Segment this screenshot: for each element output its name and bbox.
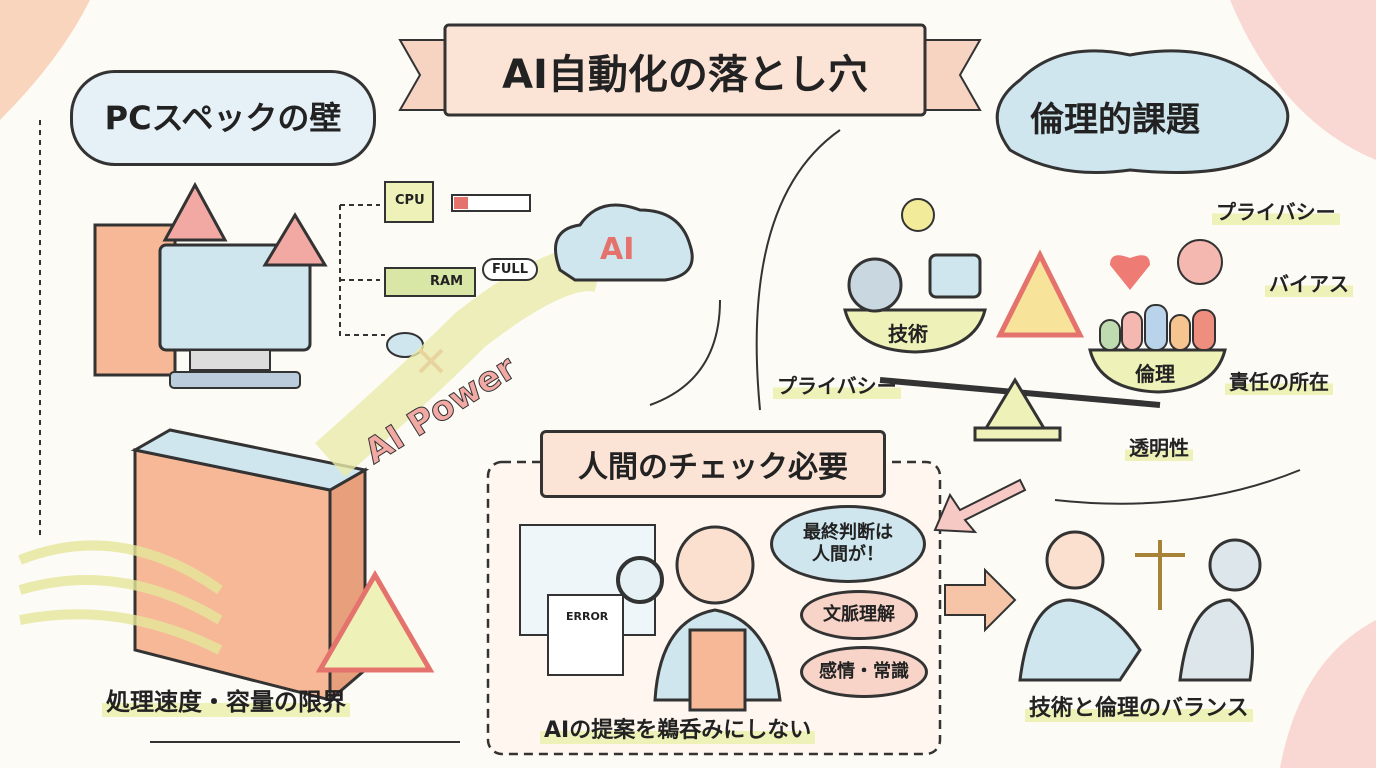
stop-warning-sign [315,570,435,673]
pc-spec-caption: 処理速度・容量の限界 [102,682,350,717]
scale-icon [843,308,1227,442]
page-title: AI自動化の落とし穴 [502,52,868,98]
pc-spec-heading: PCスペックの壁 [70,70,376,166]
ai-cloud-label: AI [600,232,635,267]
cpu-chip-icon [384,181,434,223]
error-document [547,594,624,676]
robot-figure-icon [1178,598,1254,682]
ethics-label-bias: バイアス [1265,268,1353,297]
lightbulb-icon [901,198,935,232]
ram-module-icon [384,267,476,297]
warning-icon [162,181,328,267]
clipboard-icon [688,628,747,712]
cpu-usage-bar [451,194,531,212]
scale-left-label: 技術 [888,322,928,346]
full-badge: FULL [482,258,539,281]
arrow-to-balance [944,567,1017,633]
woman-head [675,525,755,605]
ai-cloud-icon [554,203,694,282]
ethics-cloud [995,49,1290,174]
arrow-from-ethics [933,478,1027,534]
scale-right-label: 倫理 [1135,362,1175,386]
error-label: ERROR [566,610,609,623]
cpu-label: CPU [395,193,425,208]
ethics-heading: 倫理的課題 [1030,100,1200,140]
ethics-label-responsibility: 責任の所在 [1225,366,1333,395]
ethics-label-privacy: プライバシー [1212,196,1340,225]
magnifier-icon [616,556,664,604]
businessman-icon [1018,598,1142,682]
corner-blob-bottom-right [1280,620,1376,768]
ethics-label-privacy-left: プライバシー [773,370,901,399]
corner-blob-top-left [0,0,90,120]
human-check-heading: 人間のチェック必要 [540,430,886,498]
speech-bubble-context: 文脈理解 [800,590,918,640]
computer-icon [93,223,312,389]
speech-bubble-final-decision: 最終判断は 人間が！ [770,505,926,583]
gear-icon [847,257,903,313]
ethics-label-transparency: 透明性 [1125,432,1193,461]
ram-label: RAM [430,274,464,289]
title-banner [443,23,927,117]
balance-caption: 技術と倫理のバランス [1025,690,1253,722]
justice-scale-icon [1135,540,1185,610]
robot-icon [928,253,982,299]
heart-icon [1110,255,1150,290]
corner-blob-top-right [1230,0,1376,160]
warning-icon-center [995,249,1085,338]
speech-bubble-emotion: 感情・常識 [800,646,928,698]
energy-wave [18,540,223,655]
human-check-caption: AIの提案を鵜呑みにしない [540,712,816,744]
people-group-icon [1099,304,1216,351]
brain-icon [1177,239,1223,285]
